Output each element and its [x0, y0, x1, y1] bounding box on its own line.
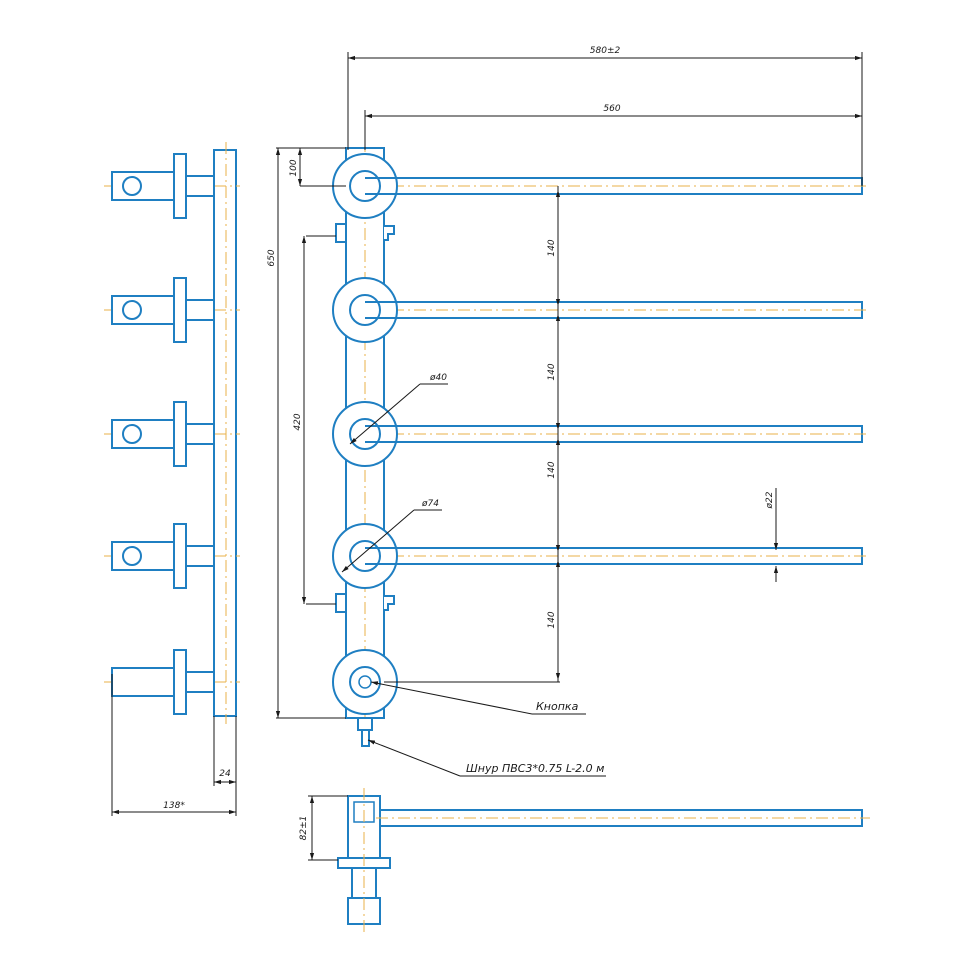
arms-group [332, 153, 870, 589]
dim-hub-height: 82±1 [299, 816, 309, 841]
dim-arm-pitch-3: 140 [547, 461, 557, 478]
side-bracket-4 [104, 523, 240, 589]
power-cord-plug [357, 717, 373, 747]
dim-overall-width: 580±2 [590, 46, 621, 56]
towel-arm-2 [332, 277, 870, 343]
dim-arm-pitch-1: 140 [547, 239, 557, 256]
dim-mount-spacing: 420 [293, 413, 303, 430]
side-bracket-1 [104, 153, 240, 219]
dim-arm-pitch-4: 140 [547, 611, 557, 628]
towel-arm-3 [332, 401, 870, 467]
dim-overall-height: 650 [267, 249, 277, 266]
side-brackets [104, 153, 240, 715]
dim-tube-diameter: ø22 [765, 491, 775, 509]
towel-arm-4 [332, 523, 870, 589]
mount-clip-top [306, 223, 395, 243]
dim-hub-diameter: ø74 [421, 499, 439, 509]
dim-arm-length: 560 [603, 104, 620, 114]
mount-clip-bottom [306, 593, 395, 613]
dim-bore-diameter: ø40 [429, 373, 447, 383]
side-bracket-3 [104, 401, 240, 467]
side-bracket-2 [104, 277, 240, 343]
side-bracket-5 [104, 649, 240, 715]
button-dot [358, 675, 372, 689]
callout-button: Кнопка [536, 700, 579, 713]
dimension-lines [111, 52, 863, 861]
bottom-view [337, 788, 870, 932]
dim-top-offset: 100 [289, 159, 299, 176]
front-view [306, 140, 870, 747]
dim-plate-thickness: 24 [219, 769, 231, 779]
callout-cord: Шнур ПВС3*0.75 L-2.0 м [466, 762, 604, 775]
dim-side-depth: 138* [163, 801, 185, 811]
side-view [104, 142, 240, 724]
dim-arm-pitch-2: 140 [547, 363, 557, 380]
dimension-labels: 580±2 560 100 650 420 140 140 140 140 ø4… [163, 46, 775, 840]
towel-arm-1 [332, 153, 870, 219]
side-plate [213, 149, 237, 717]
